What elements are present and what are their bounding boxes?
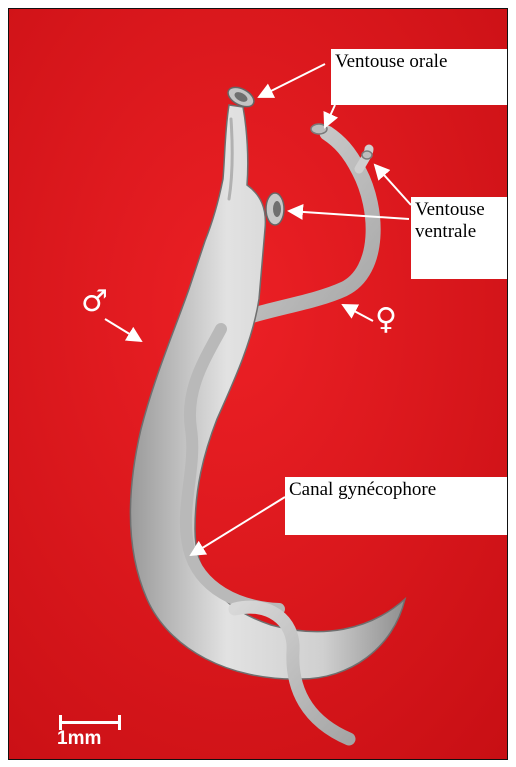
scale-bar: 1mm [55,713,127,753]
label-gynecophoral-canal-text: Canal gynécophore [289,479,436,500]
female-ventral-sucker [362,151,372,159]
male-ventral-sucker-opening [273,201,281,217]
female-symbol-icon: ♀ [375,305,397,335]
scale-bar-label: 1mm [57,729,101,749]
label-ventral-sucker-line2: ventrale [415,221,505,243]
label-oral-sucker: Ventouse orale [331,49,508,105]
schistosome-illustration [9,9,508,760]
label-gynecophoral-canal: Canal gynécophore [285,477,508,535]
scale-bar-tick-right [118,715,121,730]
male-symbol-icon: ♂ [81,287,108,317]
label-ventral-sucker-line1: Ventouse [415,199,505,221]
label-oral-sucker-text: Ventouse orale [335,51,447,72]
label-ventral-sucker: Ventouse ventrale [411,197,508,279]
scale-bar-line [59,721,121,724]
figure-frame: Ventouse orale Ventouse ventrale Canal g… [8,8,508,760]
